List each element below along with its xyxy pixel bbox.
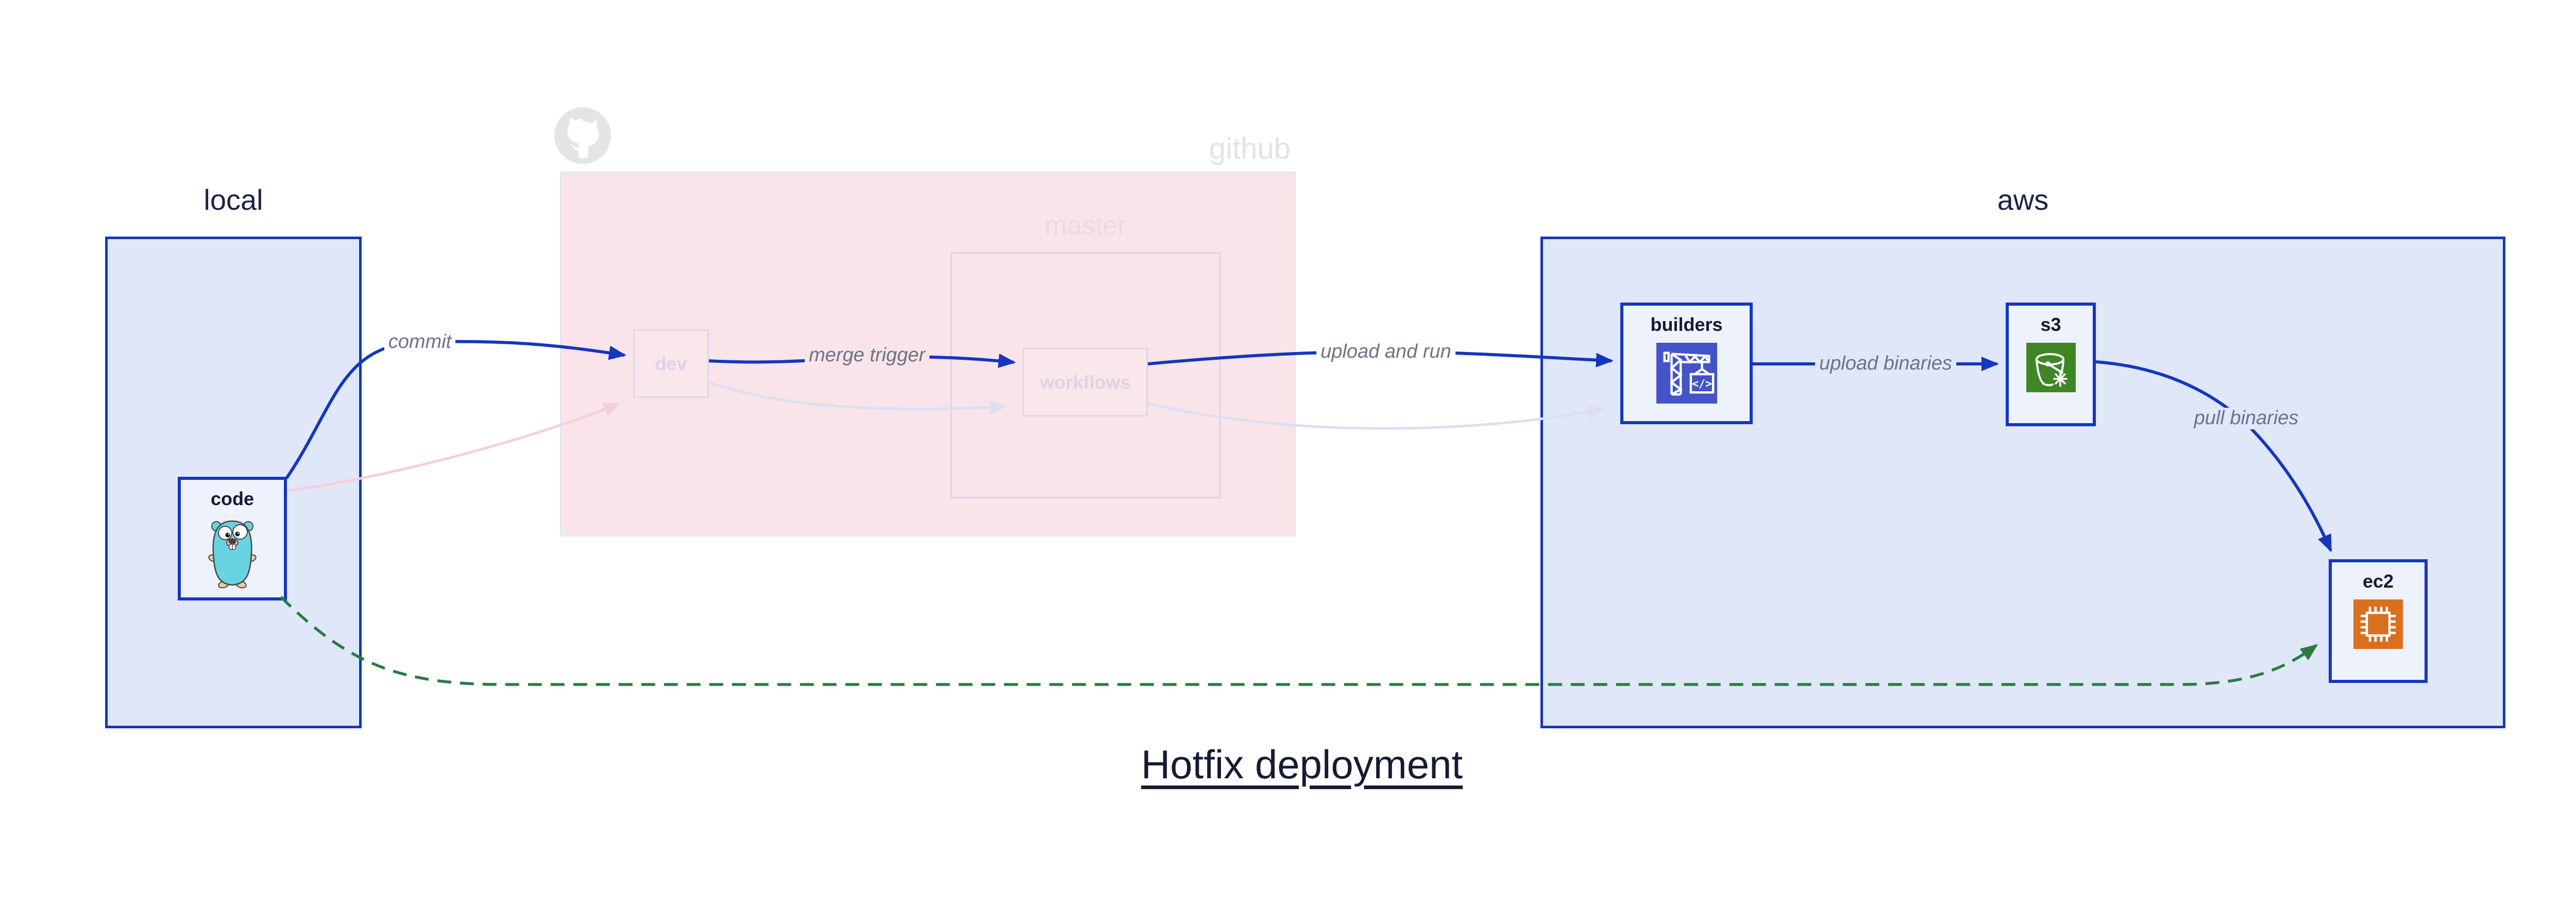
- s3-node-label: s3: [2040, 314, 2061, 335]
- github-region-label: github: [1209, 132, 1291, 165]
- edge-label-upload-binaries: upload binaries: [1815, 353, 1956, 375]
- edge-label-pull-binaries: pull binaries: [2190, 407, 2303, 429]
- ec2-node-label: ec2: [2362, 571, 2394, 592]
- builders-node: builders </>: [1620, 303, 1753, 424]
- edge-label-upload-and-run: upload and run: [1316, 341, 1455, 363]
- code-node: code: [178, 477, 287, 600]
- ec2-chip-icon: [2353, 599, 2403, 649]
- workflows-node-label: workflows: [1040, 371, 1131, 393]
- master-region-label: master: [1044, 211, 1127, 241]
- dev-node: dev: [633, 329, 709, 398]
- edge-label-commit: commit: [384, 331, 456, 353]
- codebuild-crane-icon: </>: [1656, 343, 1717, 404]
- github-logo-icon: [554, 107, 611, 164]
- builders-node-label: builders: [1650, 314, 1723, 335]
- master-branch-region: [951, 252, 1221, 498]
- diagram-title: Hotfix deployment: [0, 741, 2576, 788]
- workflows-node: workflows: [1023, 348, 1148, 416]
- aws-region-label: aws: [1997, 183, 2049, 216]
- dev-node-label: dev: [655, 353, 687, 374]
- ec2-node: ec2: [2329, 559, 2428, 683]
- s3-node: s3: [2006, 303, 2096, 426]
- edge-label-merge-trigger: merge trigger: [805, 344, 929, 366]
- diagram-title-text: Hotfix deployment: [1141, 742, 1463, 787]
- local-region-label: local: [204, 183, 263, 216]
- go-gopher-icon: [208, 520, 257, 589]
- s3-glacier-bucket-icon: [2026, 343, 2076, 392]
- svg-text:</>: </>: [1691, 378, 1711, 391]
- code-node-label: code: [210, 488, 255, 509]
